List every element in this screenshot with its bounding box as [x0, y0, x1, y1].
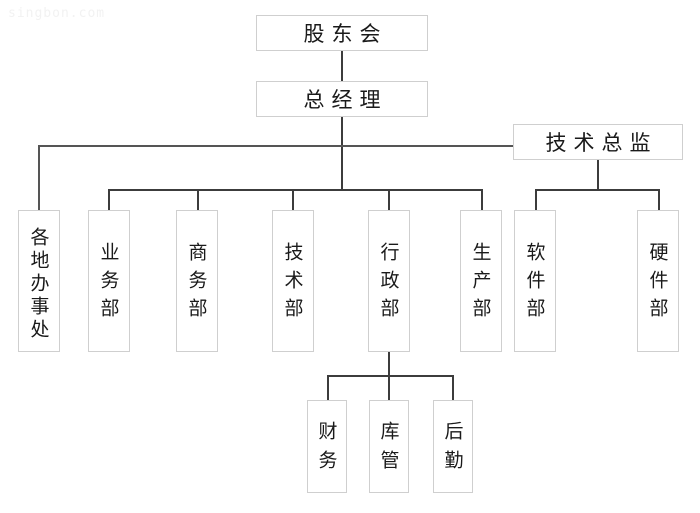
node-warehouse-label: 库管 — [377, 420, 400, 479]
node-cto-label: 技术总监 — [545, 131, 658, 155]
connector-to-offices — [38, 145, 40, 210]
node-admin-dept[interactable]: 行政部 — [368, 210, 410, 352]
node-regional-offices-label: 各地办事处 — [27, 226, 50, 342]
node-cto[interactable]: 技术总监 — [513, 124, 683, 160]
node-hardware-dept[interactable]: 硬件部 — [637, 210, 679, 352]
node-regional-offices[interactable]: 各地办事处 — [18, 210, 60, 352]
connector-to-software — [535, 189, 537, 210]
node-production-dept-label: 生产部 — [469, 242, 492, 326]
node-finance-label: 财务 — [315, 420, 338, 479]
node-technology-dept[interactable]: 技术部 — [272, 210, 314, 352]
connector-to-hardware — [658, 189, 660, 210]
node-business-dept[interactable]: 业务部 — [88, 210, 130, 352]
node-software-dept[interactable]: 软件部 — [514, 210, 556, 352]
node-commerce-dept-label: 商务部 — [185, 242, 208, 326]
connector-to-production — [481, 189, 483, 210]
connector-to-admin — [388, 189, 390, 210]
node-commerce-dept[interactable]: 商务部 — [176, 210, 218, 352]
connector-cto-stem — [597, 160, 599, 189]
connector-to-commerce — [197, 189, 199, 210]
node-logistics[interactable]: 后勤 — [433, 400, 473, 493]
connector-shareholders-to-gm — [341, 50, 343, 82]
node-general-manager[interactable]: 总经理 — [256, 81, 428, 117]
node-software-dept-label: 软件部 — [523, 242, 546, 326]
node-business-dept-label: 业务部 — [97, 242, 120, 326]
node-technology-dept-label: 技术部 — [281, 242, 304, 326]
connector-to-logistics — [452, 375, 454, 400]
connector-gm-to-cto-bus — [38, 145, 514, 147]
node-production-dept[interactable]: 生产部 — [460, 210, 502, 352]
connector-cto-bus — [535, 189, 659, 191]
node-general-manager-label: 总经理 — [303, 88, 388, 112]
connector-to-warehouse — [388, 375, 390, 400]
node-admin-dept-label: 行政部 — [377, 242, 400, 326]
watermark-text: singbon.com — [8, 6, 106, 21]
connector-gm-stem — [341, 117, 343, 189]
node-shareholders-label: 股东会 — [303, 22, 388, 46]
node-warehouse[interactable]: 库管 — [369, 400, 409, 493]
connector-department-bus — [108, 189, 483, 191]
node-logistics-label: 后勤 — [441, 420, 464, 479]
connector-to-business — [108, 189, 110, 210]
connector-to-technology — [292, 189, 294, 210]
node-shareholders[interactable]: 股东会 — [256, 15, 428, 51]
node-hardware-dept-label: 硬件部 — [646, 242, 669, 326]
connector-admin-bus — [327, 375, 453, 377]
node-finance[interactable]: 财务 — [307, 400, 347, 493]
connector-to-finance — [327, 375, 329, 400]
